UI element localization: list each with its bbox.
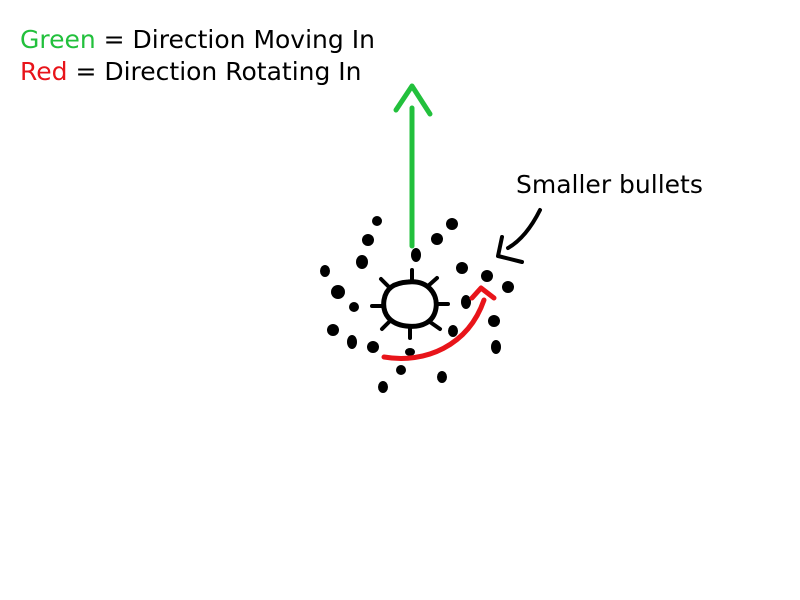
rotation-arrow-curve	[381, 297, 487, 361]
small-bullet	[327, 324, 339, 336]
legend-red-line: Red = Direction Rotating In	[20, 56, 375, 88]
small-bullet	[396, 365, 406, 375]
small-bullet	[411, 248, 421, 262]
small-bullet	[491, 340, 501, 354]
small-bullet	[320, 265, 330, 277]
legend-green-text: = Direction Moving In	[95, 25, 375, 54]
legend-green-word: Green	[20, 25, 96, 54]
legend-green-line: Green = Direction Moving In	[20, 24, 375, 56]
small-bullet	[481, 270, 493, 282]
small-bullet	[356, 255, 368, 269]
small-bullet	[446, 218, 458, 230]
small-bullet	[378, 381, 388, 393]
legend-red-word: Red	[20, 57, 68, 86]
spike	[379, 277, 392, 290]
annotation-pointer-head	[496, 235, 524, 264]
annotation-pointer	[496, 208, 542, 264]
movement-arrow-head	[393, 83, 433, 117]
main-bullet	[370, 268, 450, 340]
smaller-bullets-label: Smaller bullets	[516, 170, 703, 199]
legend-red-text: = Direction Rotating In	[67, 57, 362, 86]
small-bullet	[362, 234, 374, 246]
legend: Green = Direction Moving In Red = Direct…	[20, 24, 375, 88]
small-bullet	[502, 281, 514, 293]
small-bullet	[456, 262, 468, 274]
small-bullet	[367, 341, 379, 353]
spike	[380, 319, 392, 331]
small-bullet	[405, 348, 415, 356]
movement-arrow	[393, 83, 433, 249]
small-bullet	[372, 216, 382, 226]
small-bullet	[437, 371, 447, 383]
smaller-bullets	[320, 216, 514, 393]
small-bullet	[448, 325, 458, 337]
small-bullet	[331, 285, 345, 299]
rotation-arrow	[381, 285, 497, 361]
rotation-arrow-head	[469, 285, 497, 301]
annotation-pointer-shaft	[506, 208, 542, 250]
small-bullet	[488, 315, 500, 327]
main-bullet-spikes	[370, 268, 450, 340]
small-bullet	[347, 335, 357, 349]
main-bullet-body	[381, 279, 439, 329]
spike	[426, 276, 439, 288]
small-bullet	[461, 295, 471, 309]
small-bullet	[349, 302, 359, 312]
small-bullet	[431, 233, 443, 245]
spike	[428, 320, 442, 331]
